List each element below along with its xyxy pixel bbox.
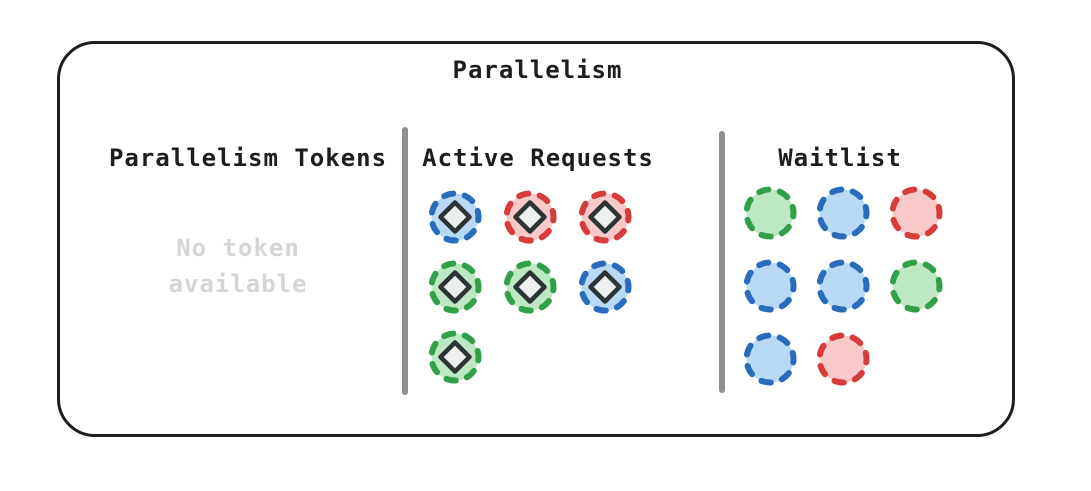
diamond-icon (588, 200, 622, 234)
red-request-token-icon (578, 190, 632, 244)
waitlist-token-grid (741, 184, 945, 403)
blue-waitlist-token-icon (743, 259, 797, 313)
no-token-available-label: No token available (168, 234, 308, 298)
token-row (741, 184, 945, 242)
diagram-title: Parallelism (452, 56, 623, 84)
green-request-token-icon (503, 260, 557, 314)
token-row (426, 328, 634, 386)
active-requests-token-grid (426, 188, 634, 398)
section-divider-left (402, 127, 408, 395)
blue-request-token-icon (428, 190, 482, 244)
green-request-token-icon (428, 260, 482, 314)
red-waitlist-token-icon (889, 186, 943, 240)
section-heading-waitlist: Waitlist (778, 144, 902, 172)
diamond-icon (438, 340, 472, 374)
diamond-icon (588, 270, 622, 304)
token-row (741, 257, 945, 315)
green-waitlist-token-icon (889, 259, 943, 313)
token-row (426, 188, 634, 246)
section-divider-right (719, 131, 725, 393)
green-request-token-icon (428, 330, 482, 384)
blue-waitlist-token-icon (816, 259, 870, 313)
diamond-icon (513, 270, 547, 304)
blue-waitlist-token-icon (816, 186, 870, 240)
red-waitlist-token-icon (816, 332, 870, 386)
section-heading-active-requests: Active Requests (422, 144, 654, 172)
blue-request-token-icon (578, 260, 632, 314)
diamond-icon (438, 200, 472, 234)
token-row (741, 330, 945, 388)
diagram-frame (57, 41, 1015, 437)
blue-waitlist-token-icon (743, 332, 797, 386)
green-waitlist-token-icon (743, 186, 797, 240)
red-request-token-icon (503, 190, 557, 244)
diamond-icon (513, 200, 547, 234)
section-heading-parallelism-tokens: Parallelism Tokens (108, 144, 388, 172)
diamond-icon (438, 270, 472, 304)
token-row (426, 258, 634, 316)
